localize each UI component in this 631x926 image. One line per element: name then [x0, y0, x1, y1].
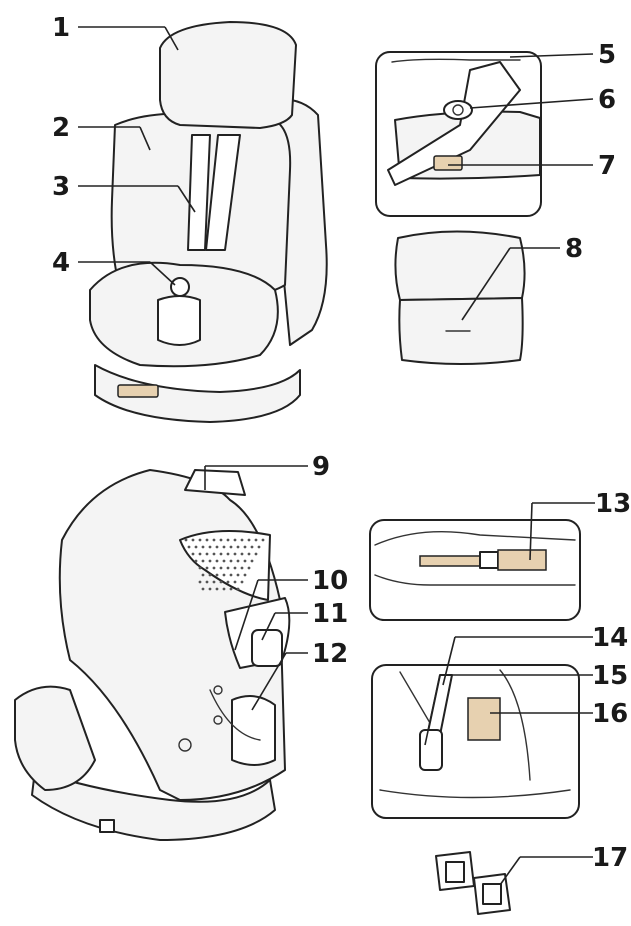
callout-14: 14 — [592, 623, 628, 653]
vent-dots — [184, 538, 265, 591]
vent-dot — [240, 552, 244, 556]
vent-dot — [254, 552, 258, 556]
vent-dot — [215, 573, 219, 577]
isofix-guides — [435, 851, 511, 915]
callout-6: 6 — [598, 85, 616, 115]
vent-dot — [229, 587, 233, 591]
callout-16: 16 — [592, 699, 628, 729]
callout-7: 7 — [598, 151, 616, 181]
vent-dot — [219, 580, 223, 584]
harness-adjuster-inset — [375, 51, 542, 217]
vent-dot — [222, 587, 226, 591]
leader-lines — [78, 26, 595, 886]
callout-3: 3 — [52, 172, 70, 202]
callout-9: 9 — [312, 452, 330, 482]
vent-dot — [194, 545, 198, 549]
vent-dot — [233, 538, 237, 542]
vent-dot — [191, 538, 195, 542]
vent-dot — [205, 538, 209, 542]
belt-lockoff-inset — [371, 664, 580, 819]
vent-dot — [254, 538, 258, 542]
vent-dot — [243, 559, 247, 563]
vent-dot — [243, 545, 247, 549]
vent-dot — [215, 587, 219, 591]
vent-dot — [226, 552, 230, 556]
vent-dot — [257, 545, 261, 549]
vent-dot — [261, 538, 265, 542]
callout-10: 10 — [312, 566, 348, 596]
vent-dot — [236, 573, 240, 577]
callout-13: 13 — [595, 489, 631, 519]
vent-dot — [208, 587, 212, 591]
vent-dot — [236, 559, 240, 563]
vent-dot — [198, 566, 202, 570]
vent-dot — [236, 545, 240, 549]
vent-dot — [215, 545, 219, 549]
callout-2: 2 — [52, 113, 70, 143]
vent-dot — [205, 552, 209, 556]
vent-dot — [229, 545, 233, 549]
callout-5: 5 — [598, 40, 616, 70]
rear-seat-illustration — [14, 469, 291, 841]
vent-dot — [233, 552, 237, 556]
callout-numbers: 1 2 3 4 5 6 7 8 9 10 11 12 13 14 15 16 1… — [52, 13, 631, 873]
vent-dot — [240, 580, 244, 584]
vent-dot — [222, 559, 226, 563]
isofix-inset — [369, 519, 581, 621]
vent-dot — [250, 545, 254, 549]
vent-dot — [212, 566, 216, 570]
vent-dot — [219, 552, 223, 556]
vent-dot — [208, 545, 212, 549]
insert-cushion — [394, 230, 526, 365]
vent-dot — [240, 566, 244, 570]
vent-dot — [215, 559, 219, 563]
vent-dot — [247, 552, 251, 556]
vent-dot — [198, 552, 202, 556]
vent-dot — [233, 580, 237, 584]
vent-dot — [205, 580, 209, 584]
vent-dot — [229, 559, 233, 563]
vent-dot — [184, 538, 188, 542]
vent-dot — [247, 538, 251, 542]
vent-dot — [205, 566, 209, 570]
vent-dot — [226, 566, 230, 570]
callout-1: 1 — [52, 13, 70, 43]
vent-dot — [226, 580, 230, 584]
front-seat-illustration — [89, 21, 328, 423]
vent-dot — [226, 538, 230, 542]
vent-dot — [229, 573, 233, 577]
vent-dot — [198, 580, 202, 584]
callout-17: 17 — [592, 843, 628, 873]
vent-dot — [208, 559, 212, 563]
callout-15: 15 — [592, 661, 628, 691]
vent-dot — [250, 559, 254, 563]
vent-dot — [201, 559, 205, 563]
vent-dot — [219, 566, 223, 570]
vent-dot — [212, 580, 216, 584]
vent-dot — [187, 545, 191, 549]
vent-dot — [201, 587, 205, 591]
callout-8: 8 — [565, 234, 583, 264]
callout-12: 12 — [312, 639, 348, 669]
vent-dot — [222, 573, 226, 577]
vent-dot — [247, 566, 251, 570]
vent-dot — [201, 573, 205, 577]
vent-dot — [243, 573, 247, 577]
vent-dot — [194, 559, 198, 563]
vent-dot — [219, 538, 223, 542]
vent-dot — [236, 587, 240, 591]
vent-dot — [191, 552, 195, 556]
callout-11: 11 — [312, 599, 348, 629]
vent-dot — [208, 573, 212, 577]
callout-4: 4 — [52, 248, 70, 278]
vent-dot — [212, 552, 216, 556]
vent-dot — [233, 566, 237, 570]
vent-dot — [222, 545, 226, 549]
vent-dot — [240, 538, 244, 542]
vent-dot — [201, 545, 205, 549]
vent-dot — [198, 538, 202, 542]
vent-dot — [212, 538, 216, 542]
